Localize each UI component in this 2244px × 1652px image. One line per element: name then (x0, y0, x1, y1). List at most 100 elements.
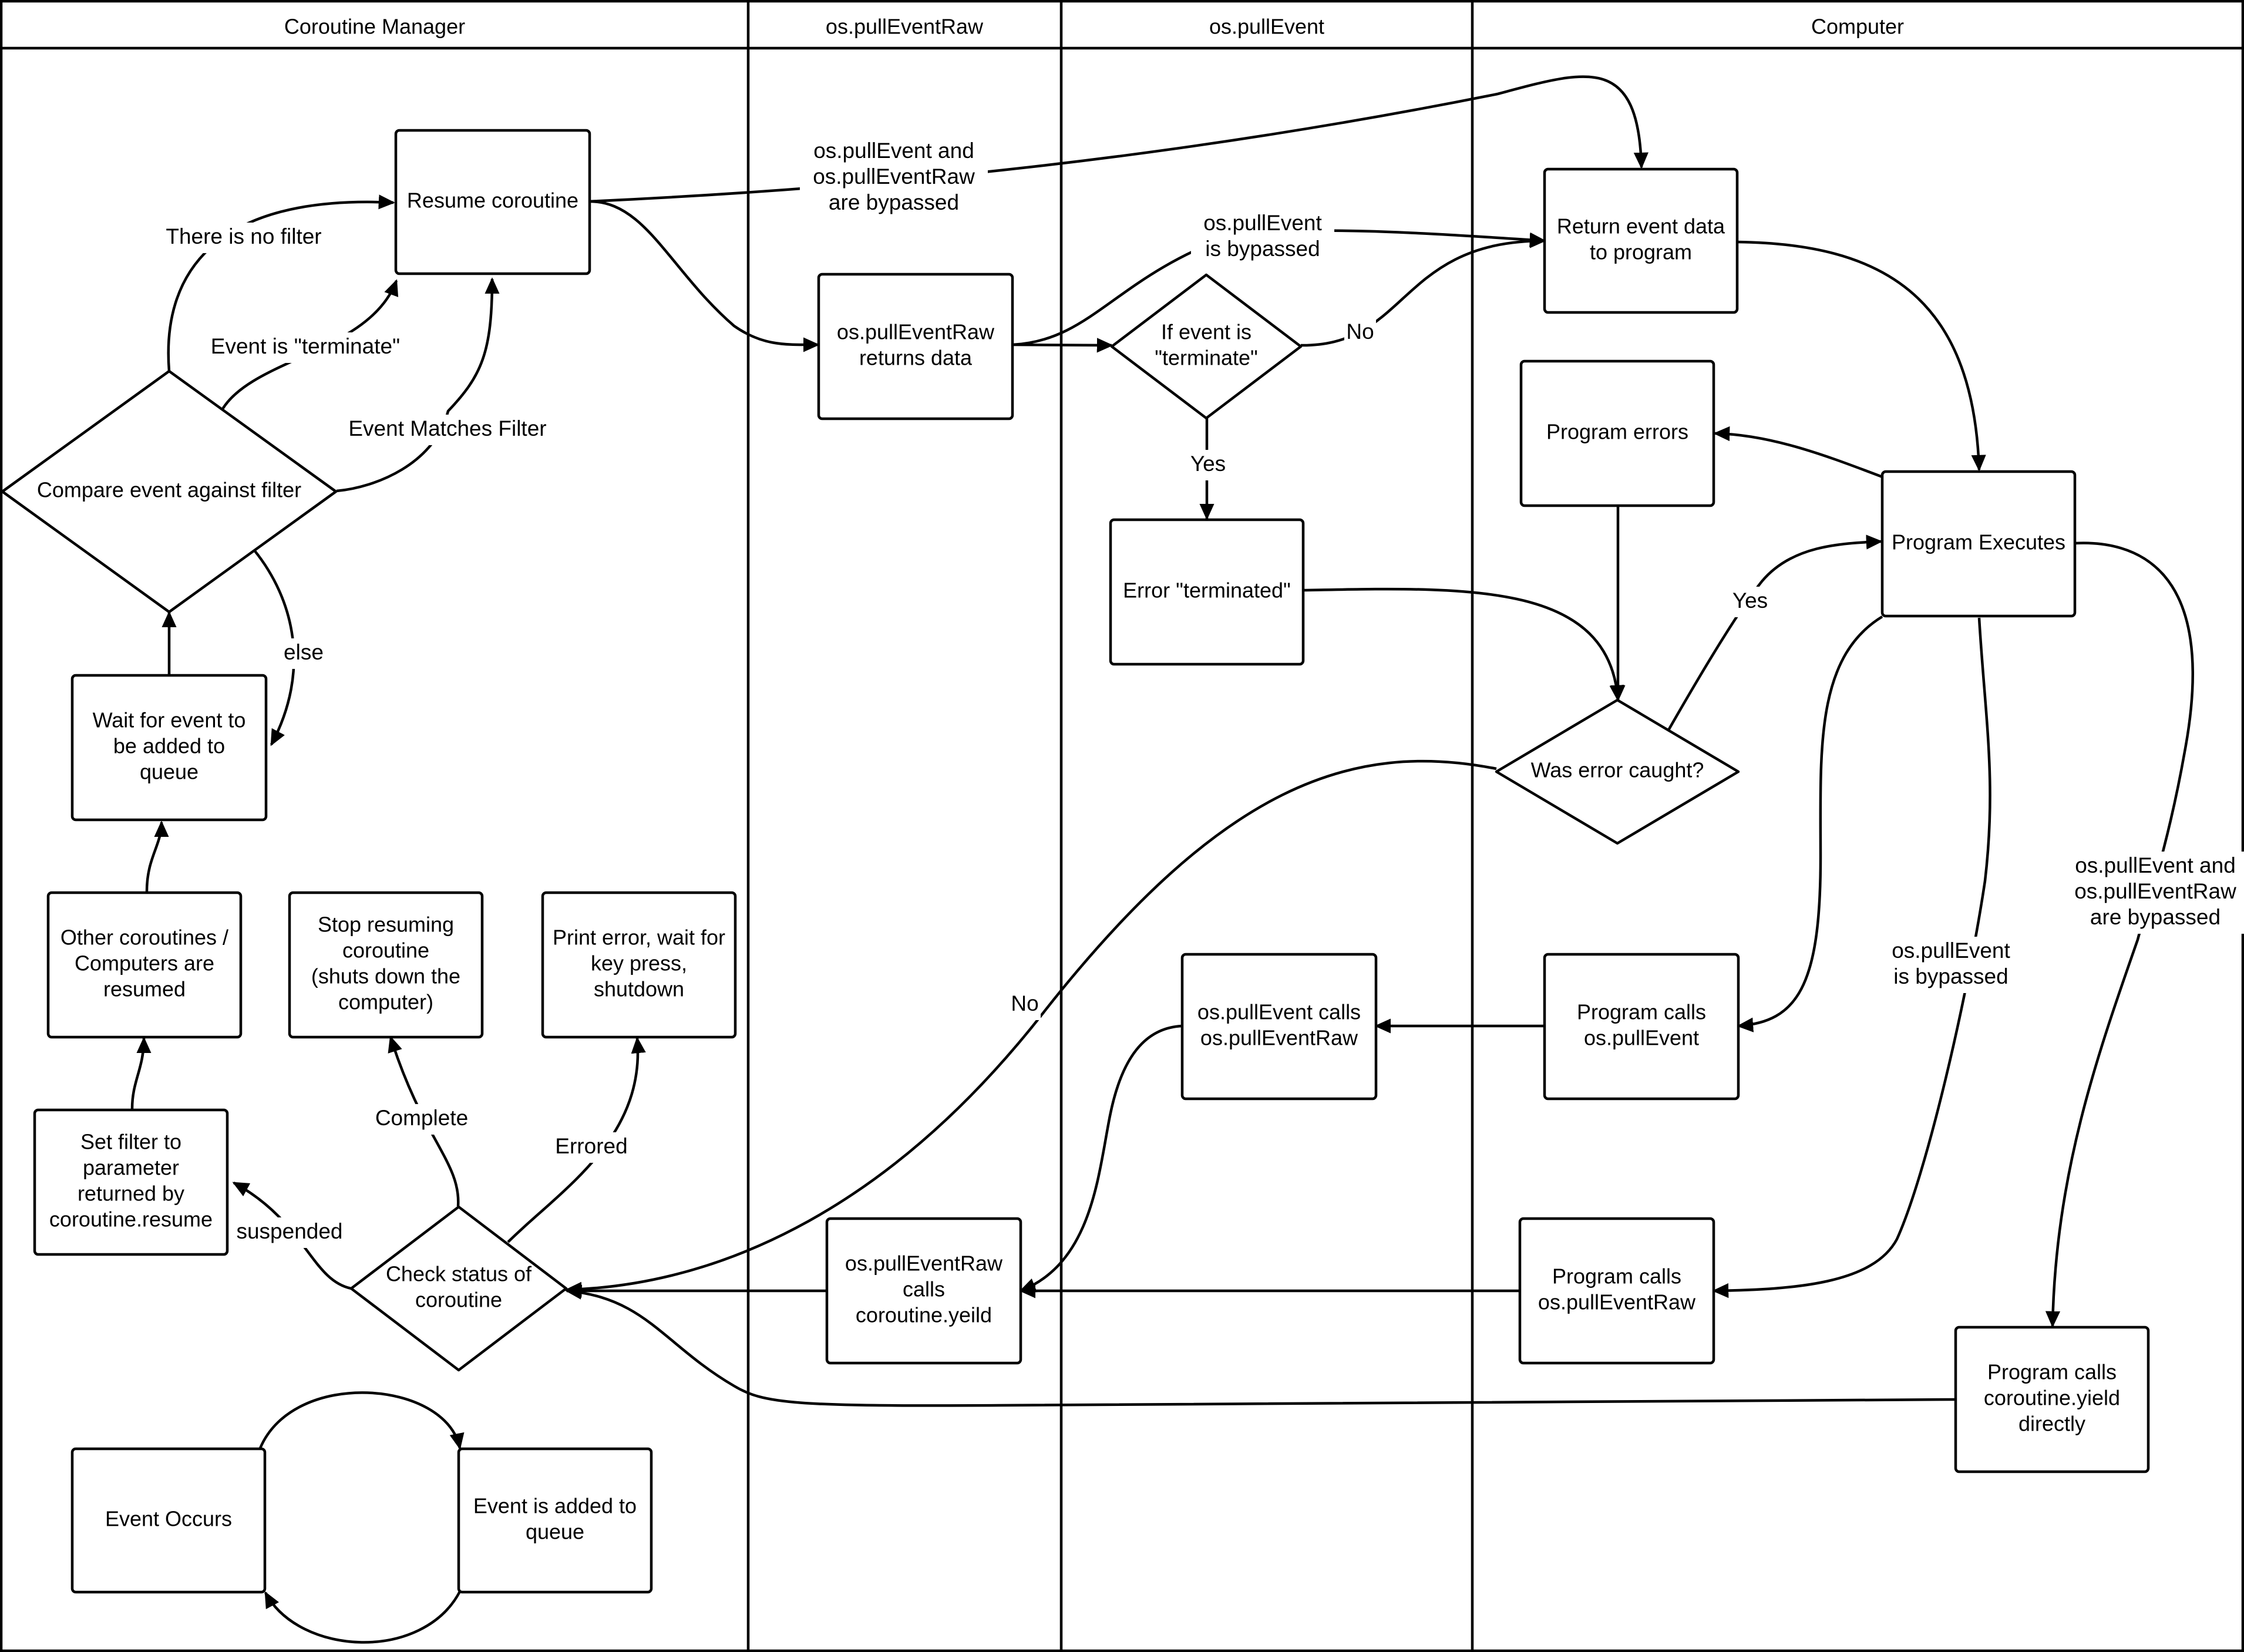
node-text-line: coroutine.yeild (856, 1303, 992, 1327)
node-text-line: Check status of (386, 1262, 532, 1286)
node-text-line: to program (1590, 240, 1692, 264)
node-text-line: Stop resuming (318, 913, 454, 937)
edge-compare-else (253, 549, 295, 746)
process-box (70, 674, 268, 822)
node-text-line: Computers are (75, 951, 214, 975)
node-text-line: Return event data (1557, 214, 1725, 238)
edge-label-background (547, 1132, 635, 1163)
node-text-line: Error "terminated" (1123, 578, 1291, 603)
node-text-line: parameter (83, 1156, 179, 1180)
edge-label-background (1344, 318, 1376, 348)
process-box (33, 1108, 229, 1256)
node-text-line: queue (526, 1520, 584, 1544)
edge-label-line: Event is "terminate" (211, 334, 400, 358)
process-box (817, 272, 1014, 420)
edge-label-background (331, 415, 564, 445)
node-event-occurs: Event Occurs (70, 1447, 267, 1594)
process-box (1543, 167, 1739, 314)
node-text-line: os.pullEvent (1584, 1026, 1699, 1050)
node-text-line: returns data (859, 346, 973, 370)
edge-label-background (277, 638, 331, 669)
edge-label-line: Errored (555, 1134, 627, 1158)
edge-label-line: are bypassed (2090, 905, 2221, 929)
edge-other-wait (145, 820, 169, 892)
node-text-line: (shuts down the (311, 964, 460, 988)
process-box (825, 1217, 1022, 1365)
node-text-line: os.pullEventRaw (845, 1251, 1003, 1276)
node-program-executes: Program Executes (1880, 470, 2077, 618)
node-if-terminate: If event is"terminate" (1110, 273, 1303, 420)
node-text-line: Program calls (1577, 1000, 1706, 1024)
node-text-line: os.pullEventRaw (1200, 1026, 1358, 1050)
edge-label-background (234, 1217, 345, 1248)
node-resume-coroutine: Resume coroutine (394, 129, 591, 275)
edge-label-background (800, 137, 988, 219)
node-text-line: os.pullEventRaw (1538, 1290, 1696, 1314)
node-text-line: If event is (1161, 320, 1251, 344)
process-box (46, 891, 243, 1039)
decision-diamond (1, 369, 338, 614)
decision-diamond (1110, 273, 1303, 420)
process-box (1543, 953, 1740, 1101)
node-error-caught: Was error caught? (1495, 698, 1740, 845)
process-box (457, 1447, 653, 1594)
edge-label-line: os.pullEventRaw (2074, 879, 2236, 903)
node-program-errors: Program errors (1519, 359, 1715, 507)
edge-executes-pulleventraw (1712, 617, 1991, 1298)
edge-label-caught-no: No (1009, 990, 1041, 1020)
node-text-line: be added to (113, 734, 225, 758)
node-text-line: coroutine.yield (1984, 1386, 2120, 1410)
edge-label-line: suspended (236, 1219, 342, 1243)
edge-resume-raw-returns (589, 200, 820, 352)
edge-label-line: is bypassed (1893, 964, 2008, 988)
edge-label-line: There is no filter (166, 224, 321, 248)
process-box (541, 891, 737, 1039)
edge-label-errored: Errored (547, 1132, 635, 1163)
process-box (1518, 1217, 1715, 1365)
edge-label-background (1728, 587, 1772, 617)
node-text-line: key press, (591, 951, 687, 975)
process-box (70, 1447, 267, 1594)
node-text-line: os.pullEventRaw (837, 320, 995, 344)
edge-label-line: os.pullEvent (1203, 211, 1322, 235)
node-text-line: Other coroutines / (60, 926, 228, 950)
node-text-line: resumed (103, 977, 186, 1001)
edge-compare-matches (336, 277, 500, 493)
edge-label-background (1879, 937, 2023, 993)
node-text-line: Program calls (1987, 1360, 2117, 1384)
edge-executes-pullevent (1737, 615, 1883, 1032)
edge-label-background (1009, 990, 1041, 1020)
node-text-line: Wait for event to (93, 708, 246, 732)
decision-diamond (1495, 698, 1740, 845)
edge-label-terminate-yes: Yes (1186, 450, 1230, 480)
edge-label-line: is bypassed (1205, 237, 1320, 261)
edge-label-line: os.pullEventRaw (813, 164, 975, 189)
edge-label-no-filter: There is no filter (139, 223, 349, 253)
node-text-line: returned by (78, 1182, 184, 1206)
edge-caught-no (565, 759, 1497, 1297)
node-text-line: os.pullEvent calls (1197, 1000, 1361, 1024)
edge-label-line: Yes (1732, 588, 1768, 613)
lane-title-os-pulleventraw: os.pullEventRaw (826, 15, 984, 39)
edge-label-background (1186, 450, 1230, 480)
edge-event-occurs-added (258, 1391, 465, 1450)
node-text-line: Program Executes (1892, 530, 2065, 554)
edge-pulleventraw-yield (1019, 1024, 1183, 1293)
edge-label-complete: Complete (372, 1104, 471, 1135)
edge-label-background (372, 1104, 471, 1135)
node-text-line: Resume coroutine (407, 189, 578, 213)
node-text-line: coroutine (342, 938, 429, 963)
edge-error-terminated-caught (1303, 587, 1624, 702)
